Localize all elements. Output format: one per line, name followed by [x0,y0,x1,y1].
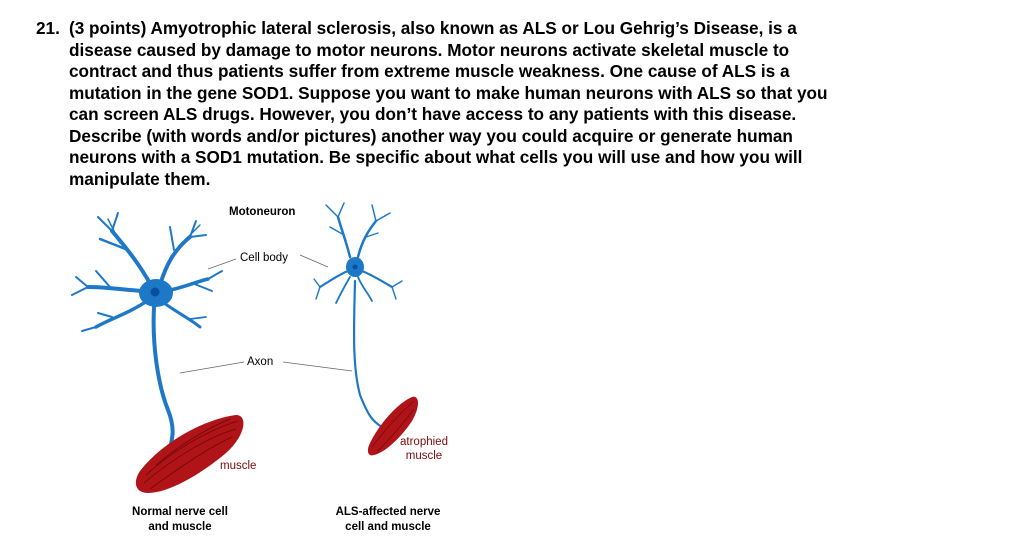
normal-nucleus [150,287,160,297]
normal-neuron [71,212,223,459]
cell-body-pointer-right [299,254,329,268]
label-pointers [179,254,353,374]
question-line-1: 21.(3 points) Amyotrophic lateral sclero… [36,18,797,38]
als-caption: ALS-affected nerve cell and muscle [335,506,441,533]
question-line-8: manipulate them. [69,168,211,189]
question-text: 21.(3 points) Amyotrophic lateral sclero… [36,18,966,190]
normal-muscle [135,415,244,493]
question-number: 21. [36,18,60,38]
als-neuron [313,202,403,429]
motoneuron-title: Motoneuron [229,206,296,218]
atrophied-muscle [367,396,418,456]
question-line-5: can screen ALS drugs. However, you don’t… [69,104,797,124]
cell-body-pointer-left [207,258,237,270]
motoneuron-diagram: Motoneuron Cell body Axon muscle atrophi… [0,195,520,545]
muscle-label: muscle [220,460,257,472]
axon-pointer-left [179,361,245,374]
question-line-7: neurons with a SOD1 mutation. Be specifi… [69,147,803,167]
axon-label: Axon [247,356,274,368]
question-line-4: mutation in the gene SOD1. Suppose you w… [69,82,828,103]
cell-body-label: Cell body [240,252,288,264]
atrophied-muscle-label: atrophied muscle [400,436,448,462]
question-line-6: Describe (with words and/or pictures) an… [69,125,793,146]
question-line-2: disease caused by damage to motor neuron… [69,39,790,60]
normal-caption: Normal nerve cell and muscle [132,506,228,533]
question-line-3: contract and thus patients suffer from e… [69,61,790,81]
als-nucleus [352,264,358,270]
neuron-illustration [71,202,418,493]
axon-pointer-right [282,361,353,372]
